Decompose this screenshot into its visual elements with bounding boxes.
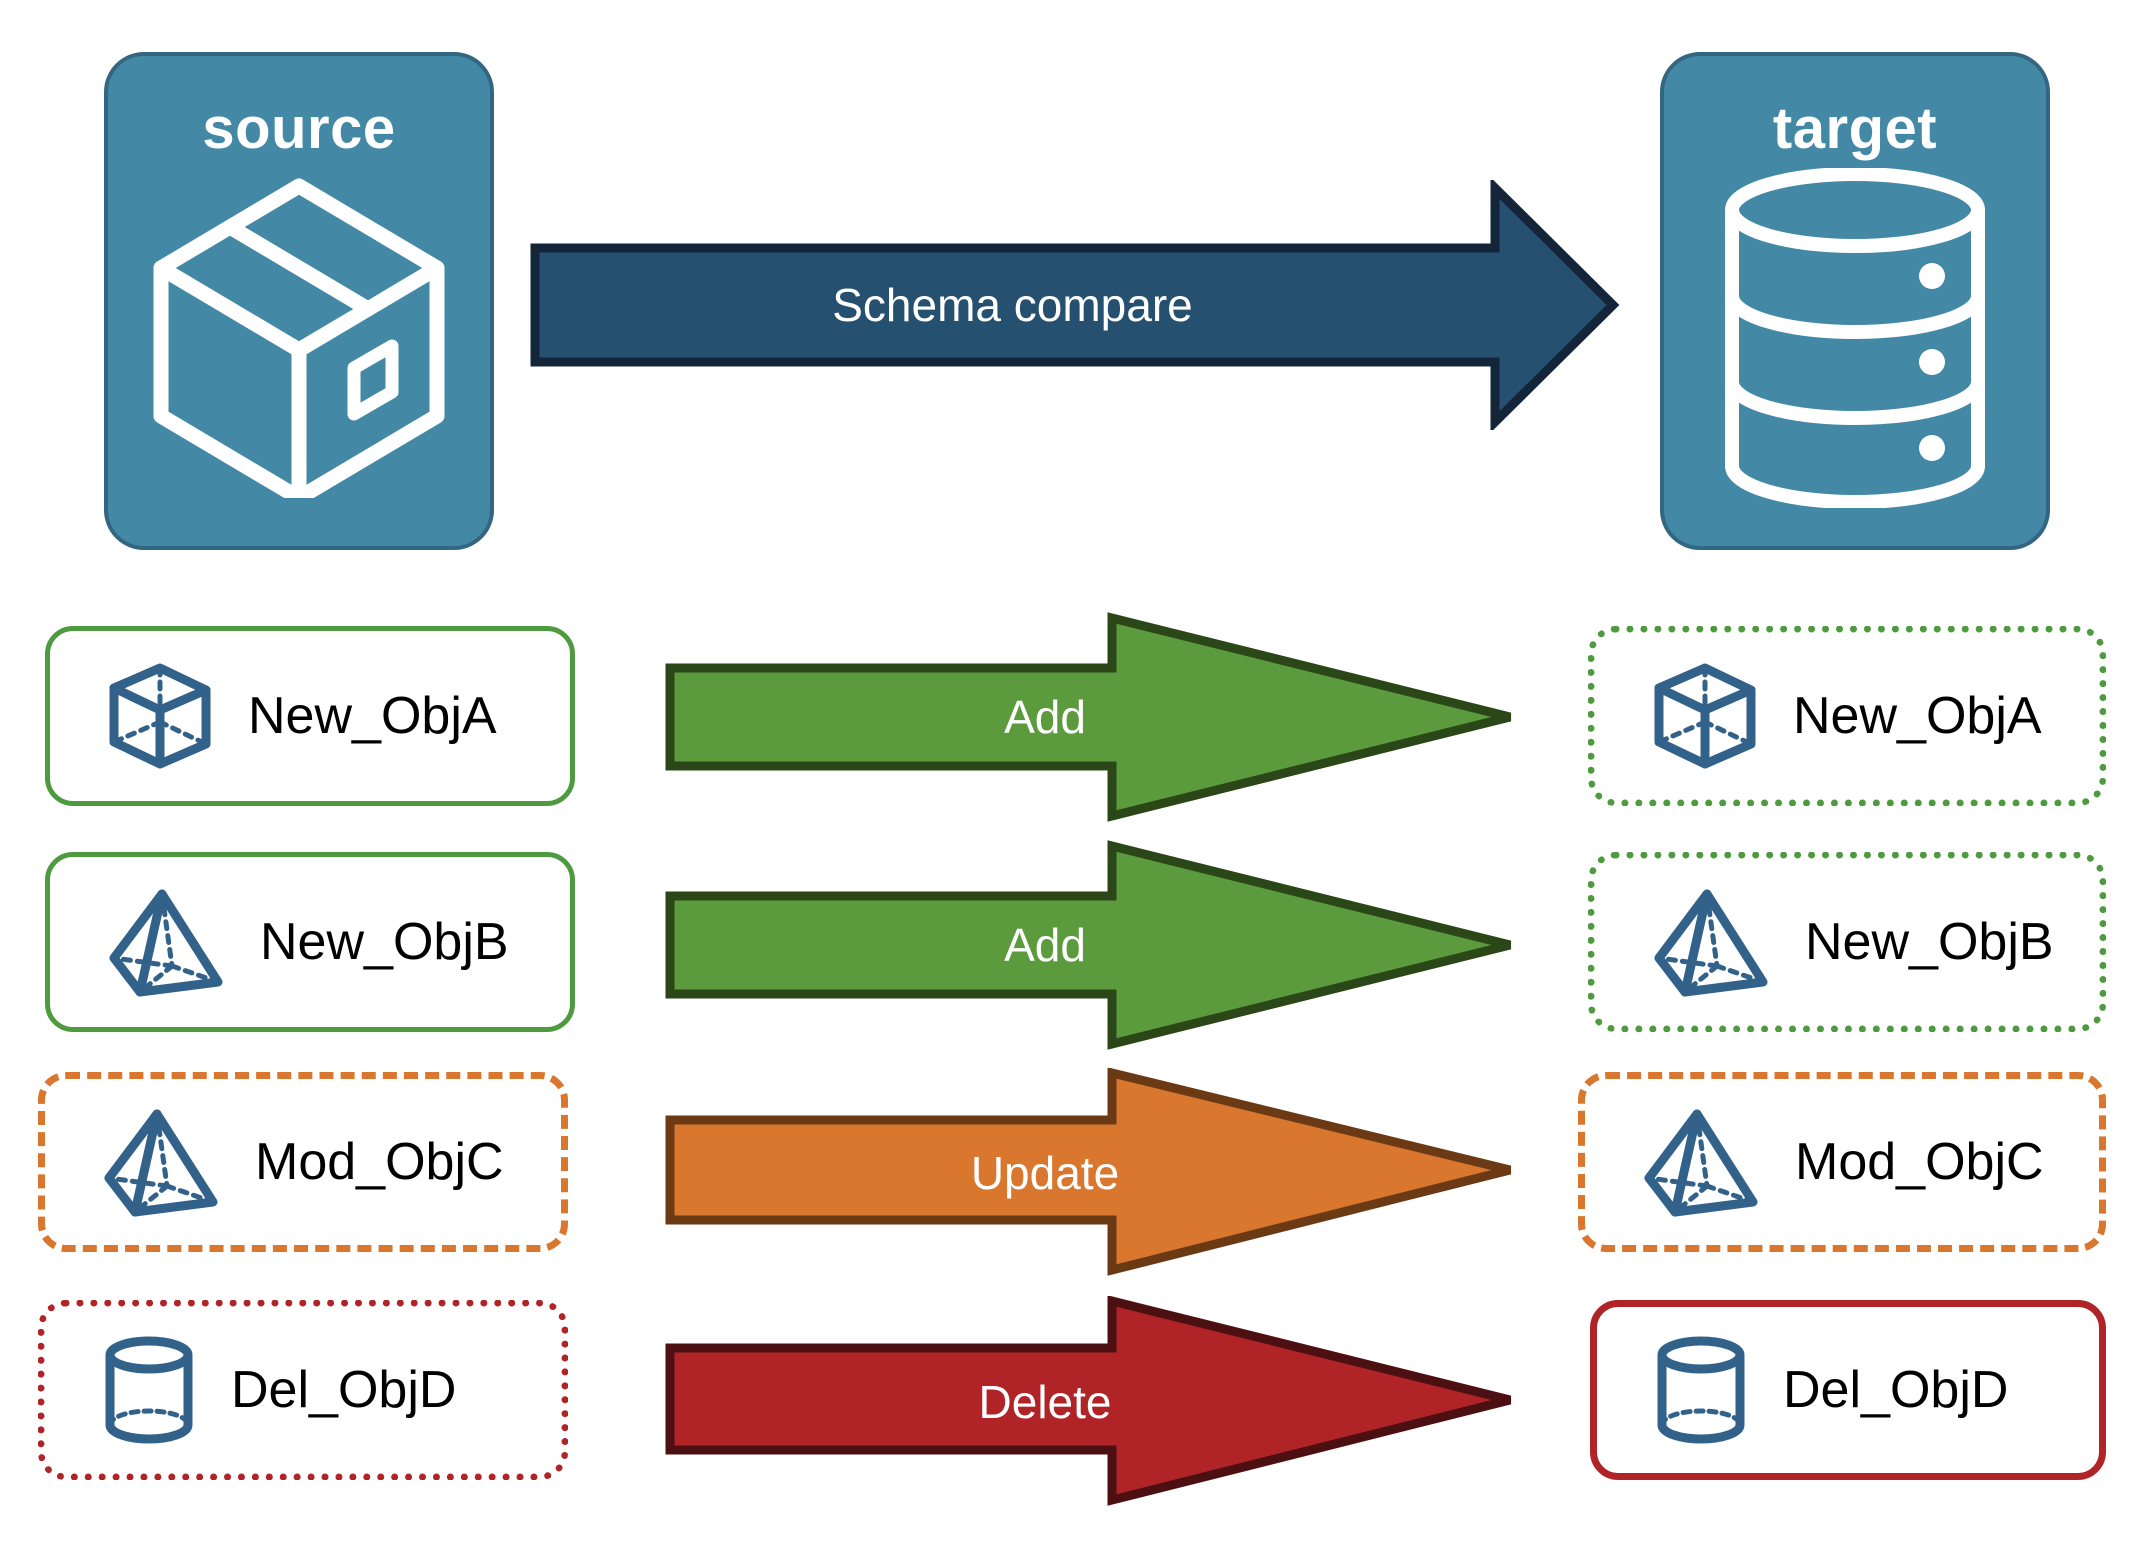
cube-wireframe-icon: [108, 662, 212, 770]
target-panel: target: [1660, 52, 2050, 550]
target-object-label-4: Del_ObjD: [1783, 1361, 2009, 1419]
schema-compare-arrow: Schema compare: [530, 177, 1620, 433]
action-arrow-add-2: Add: [665, 840, 1515, 1050]
source-panel-title: source: [202, 96, 396, 161]
pyramid-wireframe-icon: [1653, 886, 1769, 998]
cylinder-wireframe-icon: [1655, 1335, 1747, 1445]
source-object-box-4[interactable]: Del_ObjD: [38, 1300, 568, 1480]
pyramid-wireframe-icon: [103, 1106, 219, 1218]
source-object-label-1: New_ObjA: [248, 687, 497, 745]
target-object-box-3[interactable]: Mod_ObjC: [1578, 1072, 2106, 1252]
package-box-icon: [149, 168, 449, 506]
source-object-label-3: Mod_ObjC: [255, 1133, 504, 1191]
target-object-box-2[interactable]: New_ObjB: [1588, 852, 2106, 1032]
source-object-label-2: New_ObjB: [260, 913, 509, 971]
database-cylinder-icon: [1720, 167, 1990, 513]
target-object-label-3: Mod_ObjC: [1795, 1133, 2044, 1191]
pyramid-wireframe-icon: [108, 886, 224, 998]
target-object-box-4[interactable]: Del_ObjD: [1590, 1300, 2106, 1480]
source-object-label-4: Del_ObjD: [231, 1361, 457, 1419]
action-arrow-delete-4: Delete: [665, 1295, 1515, 1508]
source-object-box-3[interactable]: Mod_ObjC: [38, 1072, 568, 1252]
source-panel: source: [104, 52, 494, 550]
cylinder-wireframe-icon: [103, 1335, 195, 1445]
target-object-box-1[interactable]: New_ObjA: [1588, 626, 2106, 806]
pyramid-wireframe-icon: [1643, 1106, 1759, 1218]
action-arrow-update-3: Update: [665, 1067, 1515, 1278]
target-object-label-1: New_ObjA: [1793, 687, 2042, 745]
target-panel-title: target: [1772, 96, 1938, 161]
source-object-box-2[interactable]: New_ObjB: [45, 852, 575, 1032]
source-object-box-1[interactable]: New_ObjA: [45, 626, 575, 806]
action-arrow-add-1: Add: [665, 612, 1515, 822]
target-object-label-2: New_ObjB: [1805, 913, 2054, 971]
cube-wireframe-icon: [1653, 662, 1757, 770]
